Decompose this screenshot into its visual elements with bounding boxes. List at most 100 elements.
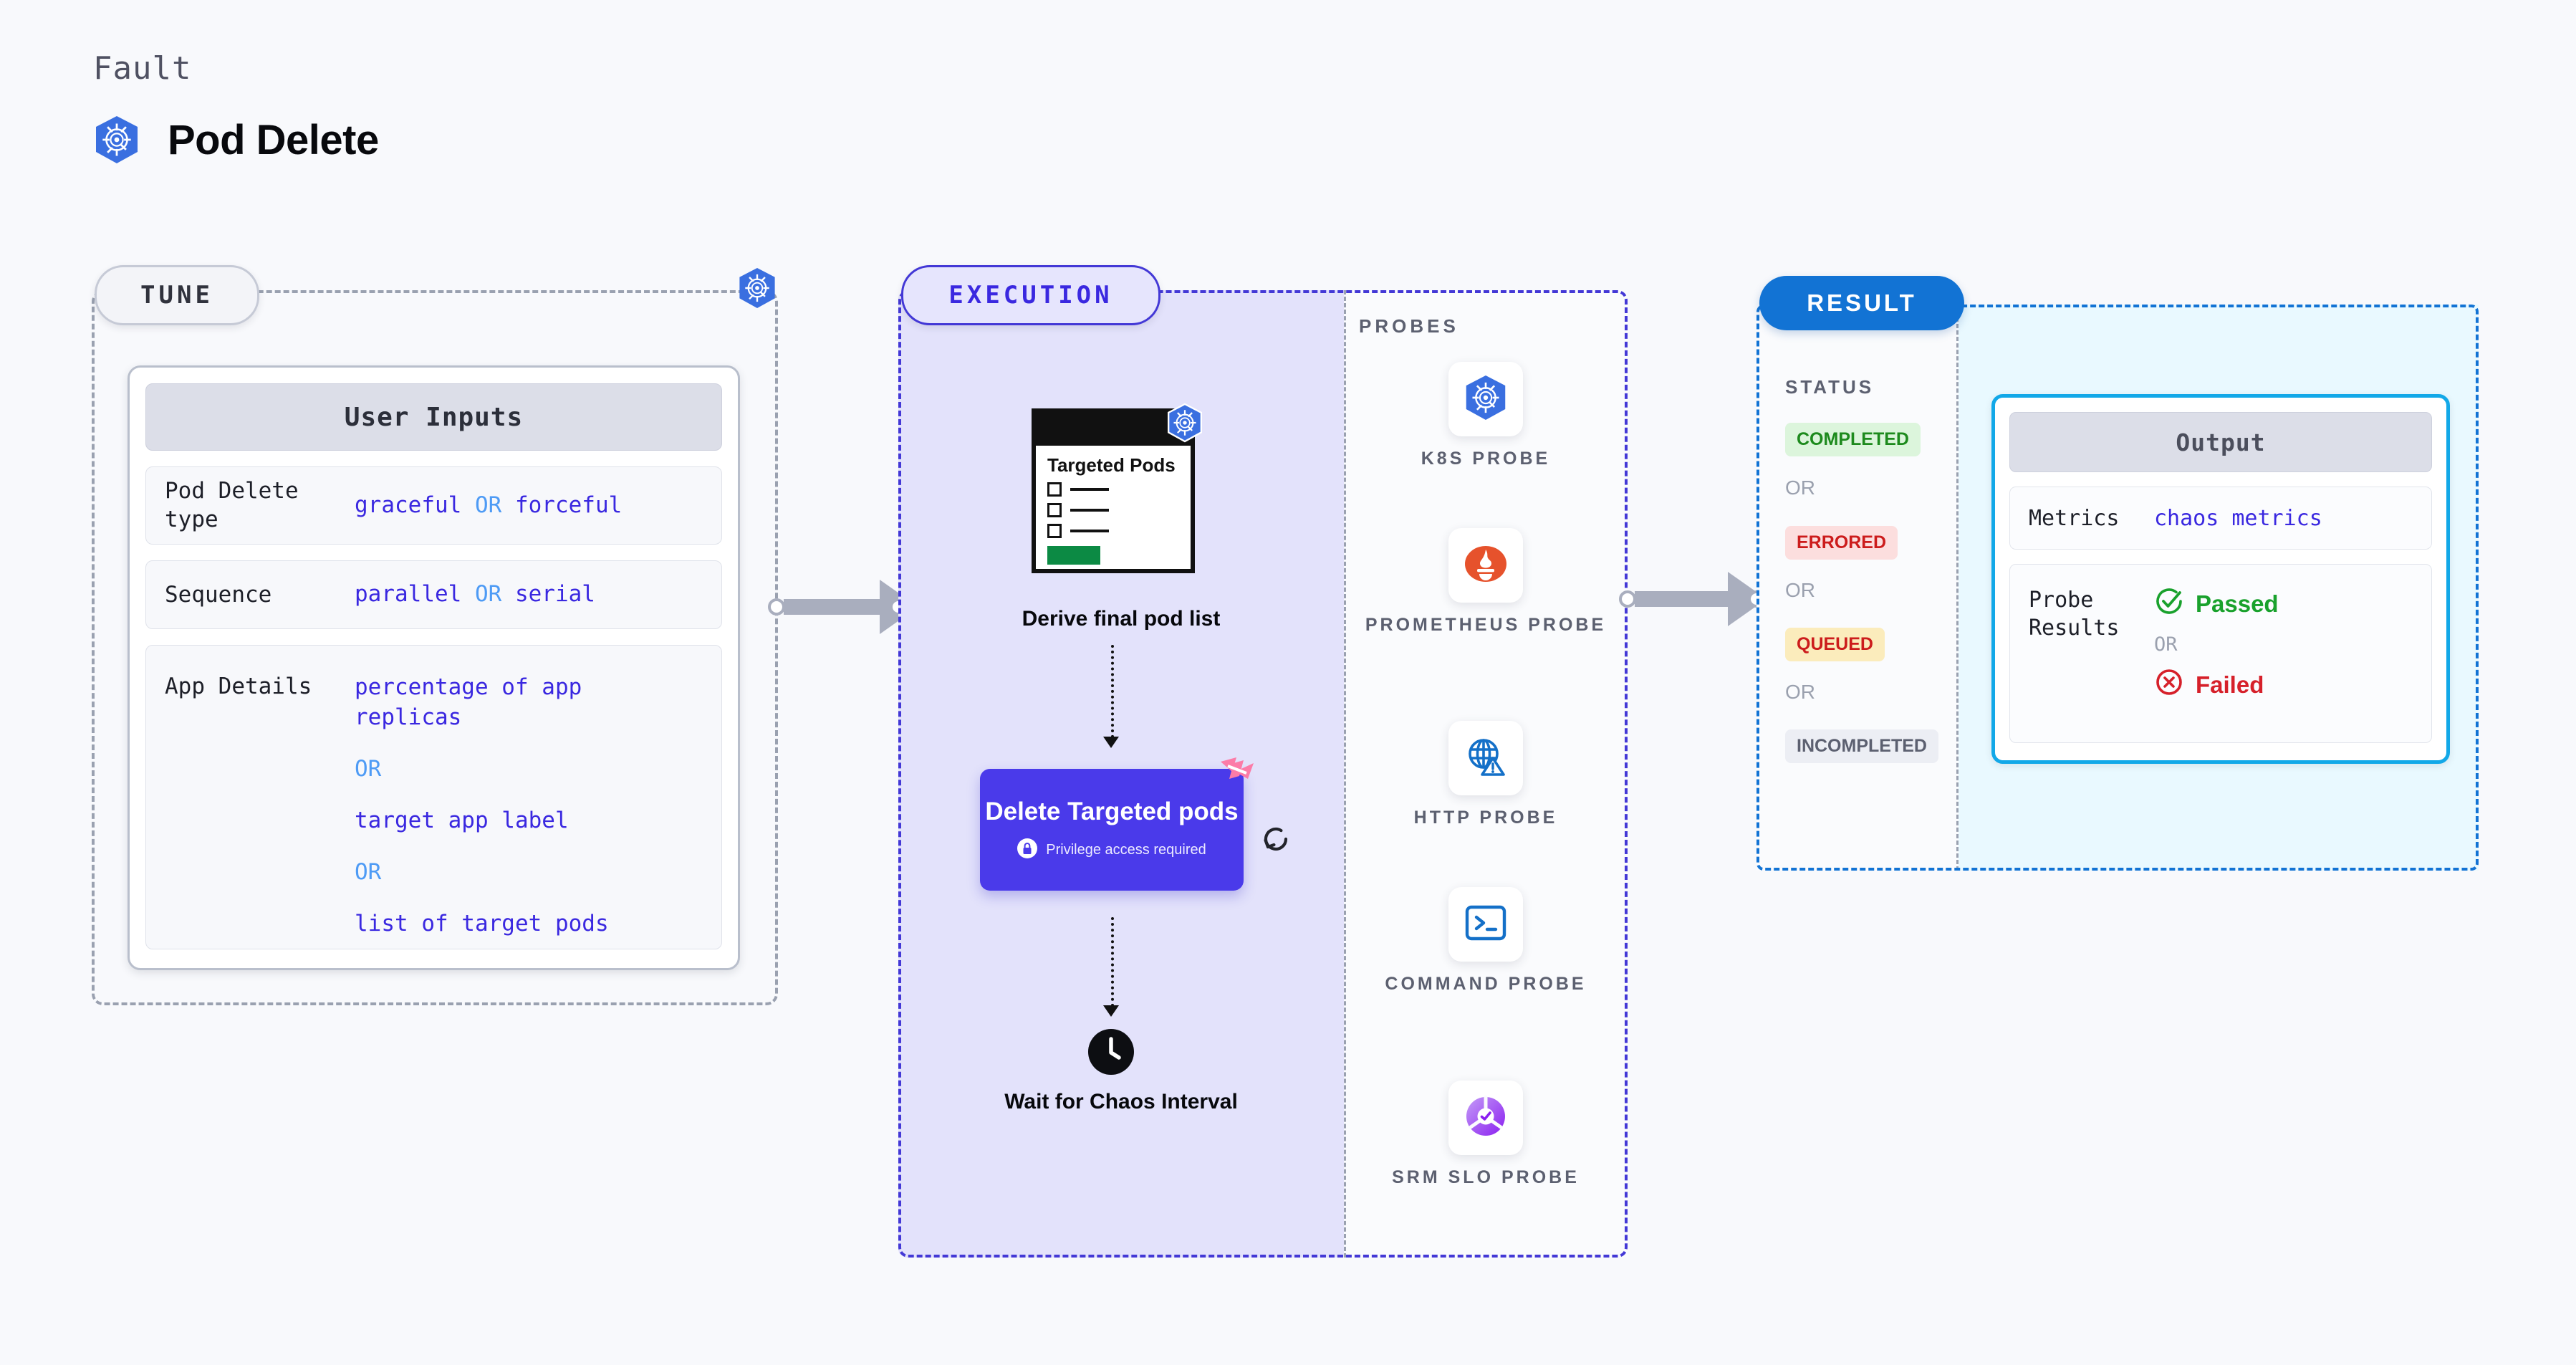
checkbox-icon	[1047, 523, 1062, 538]
probe-result-failed: Failed	[2154, 667, 2279, 703]
probe-passed-label: Passed	[2196, 590, 2279, 617]
status-badge-completed: COMPLETED	[1785, 423, 1921, 456]
probe-label: K8S PROBE	[1421, 449, 1551, 469]
flow-connector-dotted	[1111, 645, 1114, 738]
or-separator: OR	[474, 492, 502, 518]
probe-label: COMMAND PROBE	[1385, 974, 1587, 994]
output-row-key: Metrics	[2029, 505, 2120, 531]
or-separator: OR	[1785, 579, 1815, 601]
probe-k8s[interactable]: K8S PROBE	[1344, 362, 1628, 471]
list-line	[1070, 487, 1109, 491]
execution-badge[interactable]: EXECUTION	[901, 265, 1160, 325]
pods-progress-bar	[1047, 545, 1100, 565]
output-row-metrics[interactable]: Metrics chaos metrics	[2009, 487, 2432, 550]
delete-targeted-pods-node[interactable]: Delete Targeted pods Privilege access re…	[980, 769, 1244, 891]
or-separator: OR	[1785, 681, 1815, 703]
input-row-key: App Details	[165, 674, 312, 700]
connector-line	[784, 599, 881, 615]
pods-list-item	[1047, 523, 1179, 538]
user-inputs-card: User Inputs Pod Delete type graceful OR …	[128, 365, 740, 971]
kubernetes-icon	[93, 115, 140, 165]
value-percentage-replicas: percentage of app replicas	[355, 674, 582, 731]
kubernetes-icon	[1166, 403, 1203, 446]
terminal-icon	[1464, 904, 1507, 946]
input-row-value: parallel OR serial	[355, 580, 595, 610]
probe-command[interactable]: COMMAND PROBE	[1344, 887, 1628, 996]
value-parallel: parallel	[355, 581, 462, 608]
probe-http[interactable]: HTTP PROBE	[1344, 721, 1628, 830]
targeted-pods-card: Targeted Pods	[1032, 408, 1195, 573]
pods-list-item	[1047, 502, 1179, 517]
probe-failed-label: Failed	[2196, 671, 2264, 698]
delete-node-title: Delete Targeted pods	[985, 798, 1239, 826]
status-badge-errored: ERRORED	[1785, 526, 1898, 560]
probe-result-passed: Passed	[2154, 586, 2279, 622]
value-serial: serial	[514, 581, 595, 608]
or-separator: OR	[1785, 476, 1815, 499]
flow-arrowhead	[1103, 1005, 1119, 1017]
user-inputs-header: User Inputs	[145, 383, 722, 451]
x-circle-icon	[2154, 667, 2184, 703]
or-separator: OR	[355, 858, 382, 885]
probe-label: PROMETHEUS PROBE	[1365, 615, 1607, 635]
probe-icon-card	[1448, 721, 1523, 795]
or-separator: OR	[2154, 633, 2178, 656]
harness-logo-icon	[1218, 756, 1256, 798]
probe-prometheus[interactable]: PROMETHEUS PROBE	[1344, 528, 1628, 637]
result-badge[interactable]: RESULT	[1759, 276, 1964, 330]
pods-card-header-bar	[1036, 413, 1191, 446]
output-row-key: Probe Results	[2029, 588, 2120, 641]
probe-icon-card	[1448, 528, 1523, 603]
probe-icon-card	[1448, 1081, 1523, 1155]
output-row-probe-results[interactable]: Probe Results Passed OR	[2009, 564, 2432, 743]
output-row-value: chaos metrics	[2154, 505, 2322, 531]
fault-eyebrow-label: Fault	[93, 50, 192, 87]
loop-repeat-icon[interactable]	[1257, 820, 1294, 861]
prometheus-icon	[1464, 542, 1508, 590]
input-row-app-details[interactable]: App Details percentage of app replicas O…	[145, 645, 722, 950]
input-row-sequence[interactable]: Sequence parallel OR serial	[145, 560, 722, 630]
probe-icon-card	[1448, 887, 1523, 962]
or-separator: OR	[474, 581, 502, 608]
result-panel	[1756, 305, 2479, 871]
tune-badge[interactable]: TUNE	[95, 265, 259, 325]
checkbox-icon	[1047, 502, 1062, 517]
input-row-pod-delete-type[interactable]: Pod Delete type graceful OR forceful	[145, 466, 722, 545]
lock-icon	[1017, 838, 1038, 862]
delete-node-subtitle: Privilege access required	[1046, 841, 1206, 858]
globe-warning-icon	[1464, 734, 1508, 782]
probe-label: HTTP PROBE	[1413, 808, 1558, 828]
value-target-app-label: target app label	[355, 807, 569, 833]
fault-title-row: Pod Delete	[93, 115, 379, 165]
flow-connector-dotted	[1111, 917, 1114, 1007]
check-circle-icon	[2154, 586, 2184, 622]
clock-icon	[1087, 1028, 1135, 1079]
value-graceful: graceful	[355, 492, 462, 518]
value-list-target-pods: list of target pods	[355, 910, 609, 937]
tune-panel	[92, 290, 778, 1005]
input-row-key: Sequence	[165, 581, 272, 608]
list-line	[1070, 529, 1109, 532]
connector-dot-left	[1619, 590, 1636, 608]
result-status-column-background	[1756, 305, 1959, 871]
or-separator: OR	[355, 756, 382, 782]
input-row-value: graceful OR forceful	[355, 491, 622, 521]
probe-icon-card	[1448, 362, 1523, 436]
status-badge-queued: QUEUED	[1785, 628, 1885, 661]
checkbox-icon	[1047, 482, 1062, 497]
wait-for-chaos-interval-label: Wait for Chaos Interval	[1004, 1090, 1238, 1113]
probe-srm-slo[interactable]: SRM SLO PROBE	[1344, 1081, 1628, 1189]
output-row-value: Passed OR Failed	[2154, 586, 2279, 703]
page-title: Pod Delete	[168, 116, 379, 163]
execution-panel	[898, 290, 1628, 1258]
probe-label: SRM SLO PROBE	[1392, 1167, 1580, 1187]
input-row-key: Pod Delete type	[165, 478, 299, 532]
flow-arrowhead	[1103, 737, 1119, 748]
output-card: Output Metrics chaos metrics Probe Resul…	[1991, 394, 2450, 764]
list-line	[1070, 508, 1109, 512]
srm-slo-icon	[1464, 1094, 1508, 1142]
value-forceful: forceful	[514, 492, 623, 518]
status-badge-incompleted: INCOMPLETED	[1785, 729, 1938, 763]
kubernetes-icon	[737, 267, 777, 313]
pods-list-item	[1047, 482, 1179, 497]
